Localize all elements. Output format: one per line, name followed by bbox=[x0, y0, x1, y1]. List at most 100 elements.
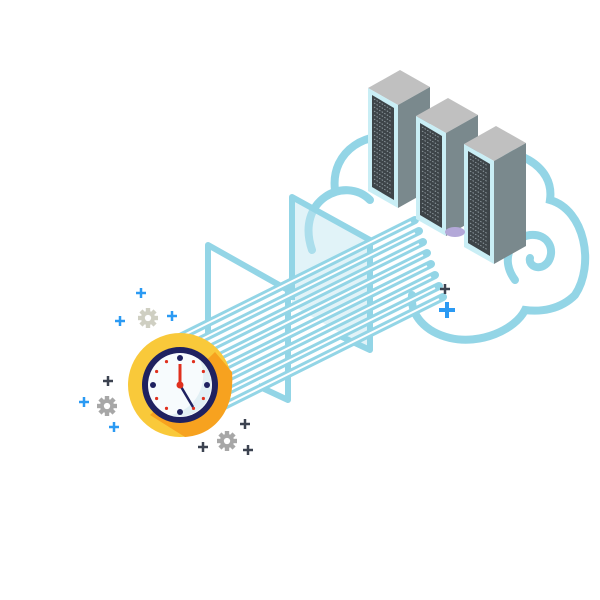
server-vent bbox=[373, 170, 393, 183]
server-vent bbox=[469, 174, 489, 187]
data-tube-highlight bbox=[183, 232, 416, 349]
server-vent bbox=[421, 178, 441, 191]
clock-tick bbox=[155, 396, 159, 401]
server-vent bbox=[421, 190, 441, 203]
data-tube-highlight bbox=[191, 254, 424, 371]
shadow bbox=[445, 227, 465, 237]
server-vent bbox=[421, 206, 441, 219]
server-vent bbox=[421, 198, 441, 211]
server-vent bbox=[373, 174, 393, 187]
server-vent bbox=[421, 142, 441, 155]
server-vent bbox=[469, 238, 489, 251]
server-vent bbox=[373, 146, 393, 159]
data-tube-highlight bbox=[207, 298, 440, 415]
server-vent bbox=[421, 126, 441, 139]
plus-icon bbox=[167, 311, 177, 321]
server-vent bbox=[373, 166, 393, 179]
plus-icon bbox=[79, 397, 89, 407]
server-top bbox=[416, 98, 478, 133]
plus-icon bbox=[109, 422, 119, 432]
server-vent bbox=[469, 218, 489, 231]
server-vent bbox=[373, 106, 393, 119]
plus-icon bbox=[440, 284, 450, 294]
server-top bbox=[368, 70, 430, 105]
data-tube-highlight bbox=[199, 276, 432, 393]
server-rack-icon bbox=[464, 126, 526, 264]
clock-icon bbox=[128, 333, 233, 437]
gear-icon bbox=[97, 396, 117, 416]
server-vent bbox=[421, 210, 441, 223]
server-top bbox=[464, 126, 526, 161]
gear-icon bbox=[138, 308, 158, 328]
server-vent bbox=[421, 162, 441, 175]
server-vent bbox=[469, 190, 489, 203]
data-tubes bbox=[166, 216, 447, 423]
server-side bbox=[494, 143, 526, 264]
clock-tick bbox=[155, 369, 159, 374]
clock-tick bbox=[204, 382, 210, 388]
clock-tick bbox=[177, 409, 183, 415]
server-vent bbox=[373, 126, 393, 139]
server-vent bbox=[421, 166, 441, 179]
clock-tick bbox=[164, 406, 169, 410]
gear-hole bbox=[103, 402, 111, 410]
server-vent bbox=[469, 194, 489, 207]
server-vent bbox=[373, 134, 393, 147]
server-vent bbox=[373, 110, 393, 123]
clock-tick bbox=[191, 360, 196, 364]
server-vent bbox=[421, 170, 441, 183]
clock-tick bbox=[201, 369, 205, 374]
data-tube-highlight bbox=[179, 221, 412, 338]
clock-tick bbox=[150, 382, 156, 388]
server-vent bbox=[469, 158, 489, 171]
server-vent bbox=[469, 154, 489, 167]
server-vent bbox=[469, 170, 489, 183]
server-vent bbox=[421, 186, 441, 199]
server-vent bbox=[373, 182, 393, 195]
clock-tick bbox=[164, 360, 169, 364]
server-vent bbox=[469, 226, 489, 239]
server-vent bbox=[469, 222, 489, 235]
server-vent bbox=[421, 146, 441, 159]
server-vent bbox=[421, 130, 441, 143]
server-vent bbox=[469, 234, 489, 247]
server-vent bbox=[469, 186, 489, 199]
server-vent bbox=[373, 178, 393, 191]
server-vent bbox=[421, 134, 441, 147]
server-vent bbox=[421, 154, 441, 167]
data-tube-highlight bbox=[195, 265, 428, 382]
data-tube-highlight bbox=[203, 287, 436, 404]
plus-icon bbox=[136, 288, 146, 298]
plus-icon bbox=[103, 376, 113, 386]
plus-icon bbox=[243, 445, 253, 455]
server-vent bbox=[469, 178, 489, 191]
server-vent bbox=[373, 138, 393, 151]
clock-tick bbox=[177, 355, 183, 361]
server-vent bbox=[421, 194, 441, 207]
server-vent bbox=[469, 230, 489, 243]
server-vent bbox=[469, 182, 489, 195]
plus-icon bbox=[240, 419, 250, 429]
plus-icon bbox=[439, 302, 455, 318]
server-vent bbox=[421, 138, 441, 151]
server-vent bbox=[469, 206, 489, 219]
server-vent bbox=[469, 214, 489, 227]
server-vent bbox=[373, 150, 393, 163]
server-vent bbox=[373, 122, 393, 135]
server-vent bbox=[373, 158, 393, 171]
server-vent bbox=[469, 198, 489, 211]
server-vent bbox=[373, 154, 393, 167]
server-vent bbox=[373, 98, 393, 111]
server-vent bbox=[421, 150, 441, 163]
gear-icon bbox=[217, 431, 237, 451]
gear-hole bbox=[144, 314, 152, 322]
server-vent bbox=[373, 114, 393, 127]
clock-tick bbox=[201, 396, 205, 401]
server-vent bbox=[373, 162, 393, 175]
plus-icon bbox=[115, 316, 125, 326]
server-racks bbox=[368, 70, 526, 264]
server-vent bbox=[421, 182, 441, 195]
server-vent bbox=[469, 202, 489, 215]
server-vent bbox=[421, 174, 441, 187]
